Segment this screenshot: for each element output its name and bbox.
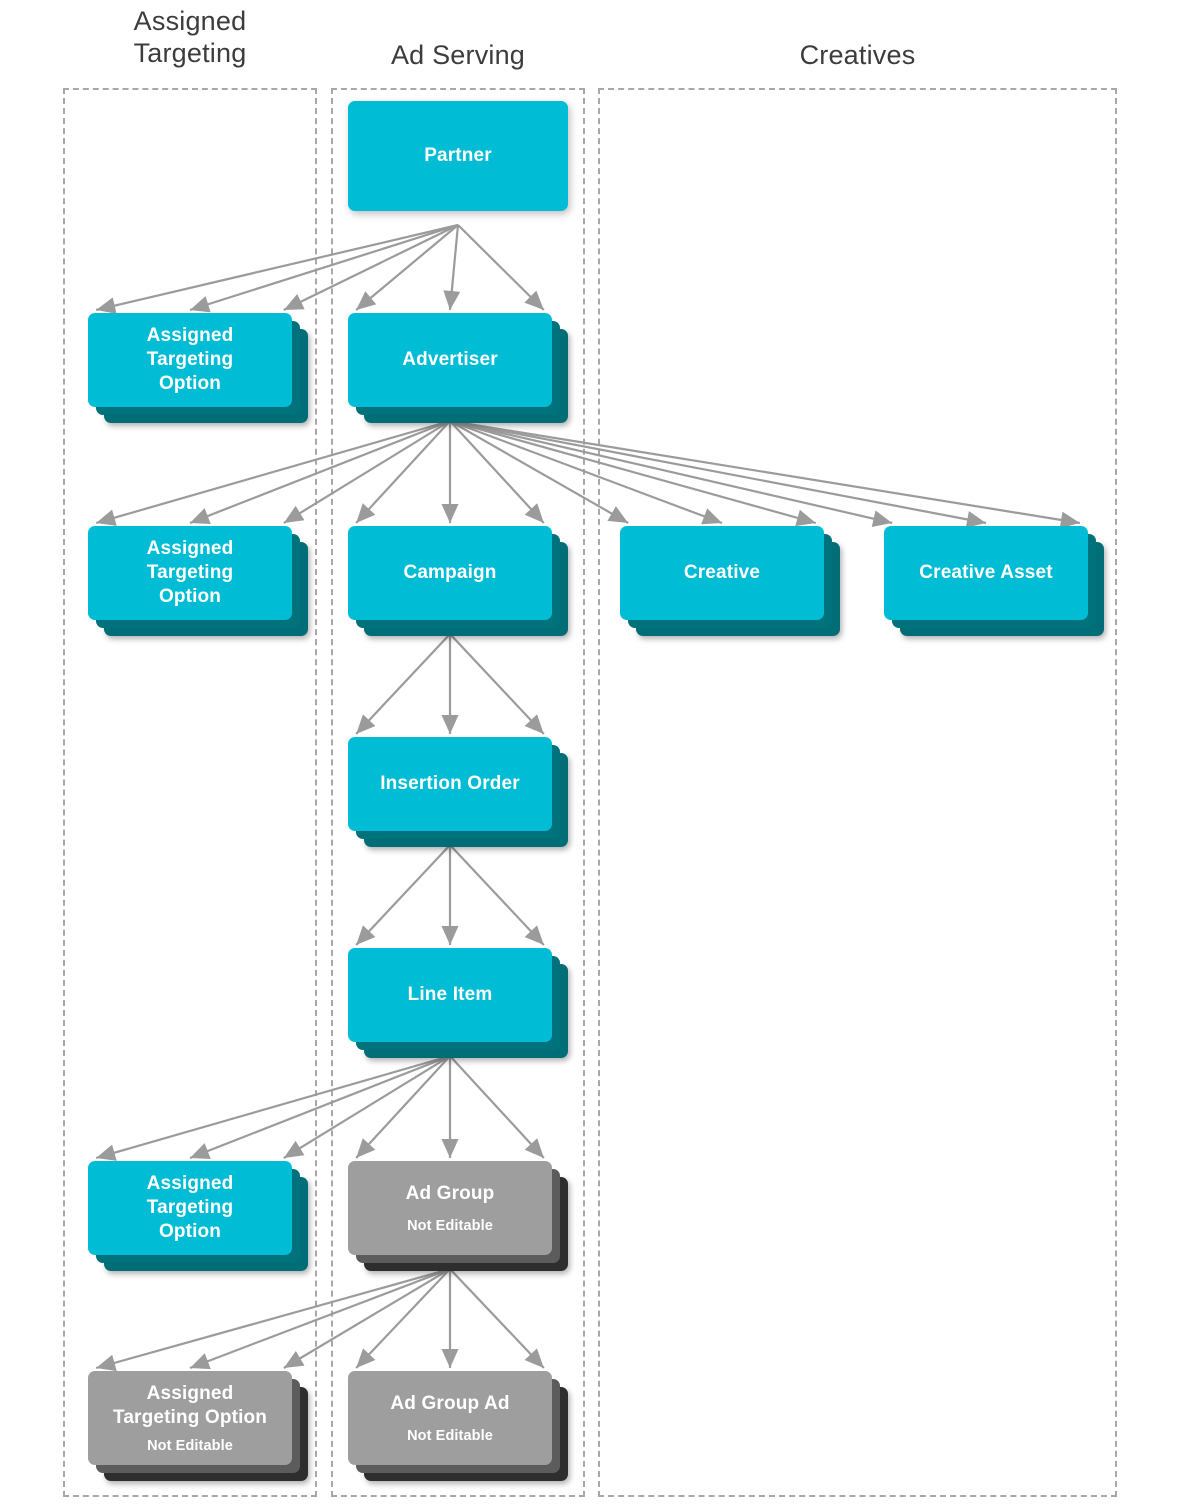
node-ato-advertiser-face[interactable]: Assigned Targeting Option [88, 526, 292, 620]
node-insertion-order-face[interactable]: Insertion Order [348, 737, 552, 831]
node-ato-partner-face[interactable]: Assigned Targeting Option [88, 313, 292, 407]
node-title: Assigned Targeting Option [146, 538, 234, 607]
column-title-creatives: Creatives [598, 40, 1117, 72]
column-title-assigned-targeting: Assigned Targeting [63, 6, 317, 70]
node-title: Line Item [407, 984, 493, 1006]
node-ato-line-item[interactable]: Assigned Targeting Option [88, 1161, 308, 1271]
node-title: Creative Asset [919, 562, 1053, 584]
node-creative-face[interactable]: Creative [620, 526, 824, 620]
node-title: Insertion Order [380, 773, 520, 795]
column-title-line: Ad Serving [390, 40, 526, 70]
node-insertion-order[interactable]: Insertion Order [348, 737, 568, 847]
node-line-item[interactable]: Line Item [348, 948, 568, 1058]
column-container-assigned-targeting [63, 88, 317, 1497]
node-title: Campaign [403, 562, 497, 584]
column-title-ad-serving: Ad Serving [331, 40, 585, 72]
node-creative[interactable]: Creative [620, 526, 840, 636]
node-advertiser[interactable]: Advertiser [348, 313, 568, 423]
column-title-line: Assigned [133, 6, 247, 36]
node-creative-asset-face[interactable]: Creative Asset [884, 526, 1088, 620]
node-subtitle: Not Editable [147, 1438, 233, 1455]
node-campaign[interactable]: Campaign [348, 526, 568, 636]
node-ato-line-item-face[interactable]: Assigned Targeting Option [88, 1161, 292, 1255]
node-ad-group[interactable]: Ad Group Not Editable [348, 1161, 568, 1271]
node-title: Assigned Targeting Option [112, 1382, 268, 1428]
column-container-ad-serving [331, 88, 585, 1497]
node-ad-group-ad-face[interactable]: Ad Group Ad Not Editable [348, 1371, 552, 1465]
node-ad-group-ad[interactable]: Ad Group Ad Not Editable [348, 1371, 568, 1481]
node-creative-asset[interactable]: Creative Asset [884, 526, 1104, 636]
node-ato-advertiser[interactable]: Assigned Targeting Option [88, 526, 308, 636]
node-ato-ad-group[interactable]: Assigned Targeting Option Not Editable [88, 1371, 308, 1481]
column-title-line: Creatives [799, 40, 916, 70]
node-partner-face[interactable]: Partner [348, 101, 568, 211]
node-title: Partner [424, 145, 492, 167]
node-campaign-face[interactable]: Campaign [348, 526, 552, 620]
node-ato-partner[interactable]: Assigned Targeting Option [88, 313, 308, 423]
node-title: Ad Group [405, 1182, 495, 1204]
node-partner[interactable]: Partner [348, 101, 568, 211]
node-title: Advertiser [402, 349, 498, 371]
node-advertiser-face[interactable]: Advertiser [348, 313, 552, 407]
column-container-creatives [598, 88, 1117, 1497]
column-title-line: Targeting [133, 37, 247, 68]
node-ato-ad-group-face[interactable]: Assigned Targeting Option Not Editable [88, 1371, 292, 1465]
node-ad-group-face[interactable]: Ad Group Not Editable [348, 1161, 552, 1255]
node-line-item-face[interactable]: Line Item [348, 948, 552, 1042]
node-subtitle: Not Editable [407, 1428, 493, 1445]
node-subtitle: Not Editable [407, 1218, 493, 1235]
node-title: Ad Group Ad [390, 1392, 510, 1414]
node-title: Assigned Targeting Option [146, 325, 234, 394]
node-title: Creative [683, 562, 761, 584]
node-title: Assigned Targeting Option [146, 1173, 234, 1242]
